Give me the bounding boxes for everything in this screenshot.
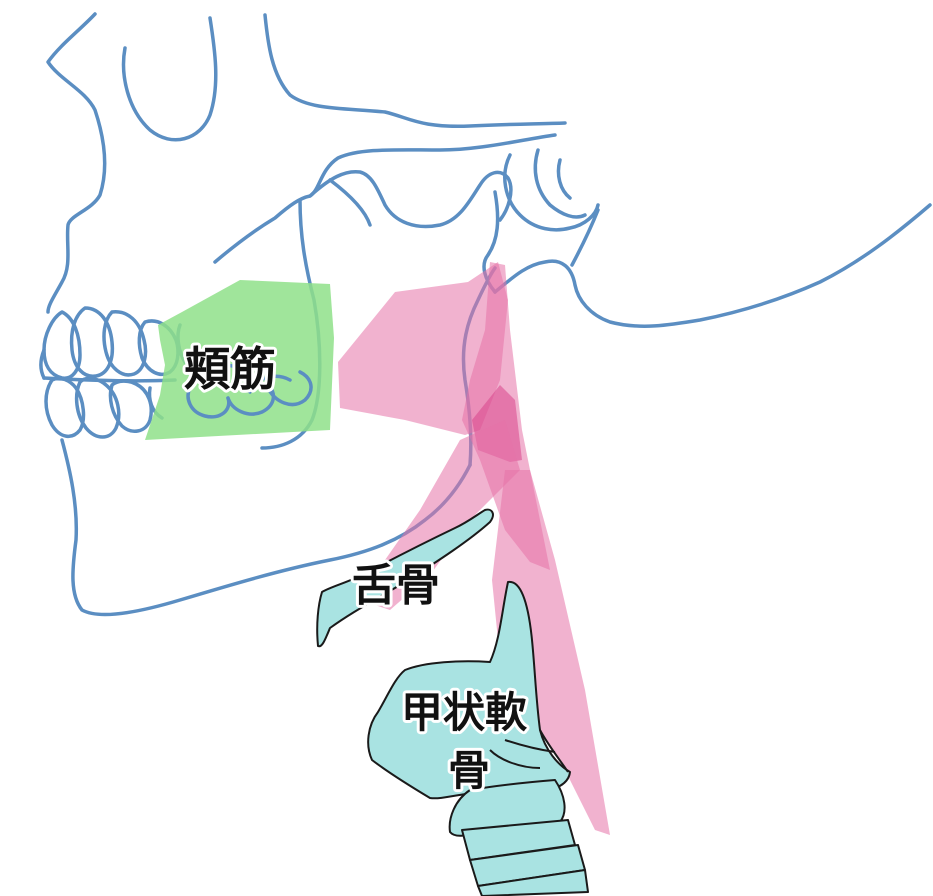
buccinator-label: 頬筋 bbox=[184, 342, 276, 396]
thyroid-cartilage-label-line2: 骨 bbox=[448, 746, 490, 795]
hyoid-label: 舌骨 bbox=[352, 560, 440, 611]
thyroid-cartilage-label-line1: 甲状軟 bbox=[401, 688, 528, 737]
